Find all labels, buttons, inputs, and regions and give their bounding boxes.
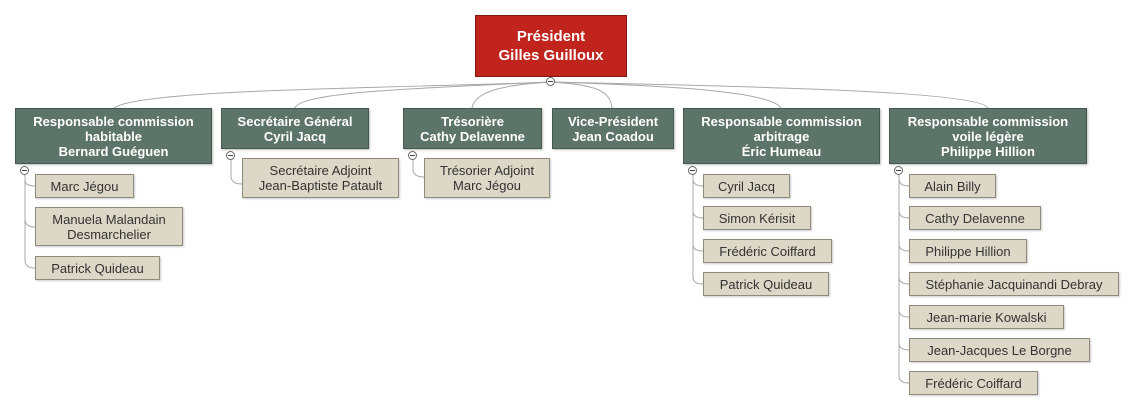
branch-line: Responsable commission bbox=[33, 113, 194, 129]
leaf-label: Secrétaire Adjoint bbox=[269, 163, 372, 178]
leaf-label: Stéphanie Jacquinandi Debray bbox=[925, 276, 1103, 292]
leaf-label: Alain Billy bbox=[924, 178, 981, 194]
branch-secretaire-general[interactable]: Secrétaire Général Cyril Jacq bbox=[221, 108, 369, 149]
leaf-node[interactable]: Simon Kérisit bbox=[703, 206, 811, 230]
branch-line: Cyril Jacq bbox=[263, 128, 327, 144]
connector-root-b2 bbox=[471, 81, 552, 109]
leaf-node[interactable]: Jean-marie Kowalski bbox=[909, 305, 1064, 329]
leaf-node[interactable]: Alain Billy bbox=[909, 174, 996, 198]
leaf-node[interactable]: Trésorier Adjoint Marc Jégou bbox=[424, 158, 550, 198]
branch-collapse-icon[interactable] bbox=[20, 166, 29, 175]
leaf-node[interactable]: Patrick Quideau bbox=[703, 272, 829, 296]
branch-collapse-icon[interactable] bbox=[688, 166, 697, 175]
leaf-label: Trésorier Adjoint bbox=[439, 163, 535, 178]
leaf-label: Jean-Jacques Le Borgne bbox=[927, 342, 1072, 358]
leaf-label: Marc Jégou bbox=[50, 178, 119, 194]
branch-line: Cathy Delavenne bbox=[420, 128, 525, 144]
leaf-label: Philippe Hillion bbox=[925, 243, 1011, 259]
leaf-label: Patrick Quideau bbox=[719, 276, 813, 292]
leaf-node[interactable]: Marc Jégou bbox=[35, 174, 134, 198]
branch-line: Responsable commission bbox=[907, 113, 1069, 129]
root-name: Gilles Guilloux bbox=[498, 47, 604, 64]
leaf-label: Simon Kérisit bbox=[718, 210, 796, 226]
connector-root-b3 bbox=[550, 81, 613, 109]
branch-tresoriere[interactable]: Trésorière Cathy Delavenne bbox=[403, 108, 542, 149]
branch-commission-arbitrage[interactable]: Responsable commission arbitrage Éric Hu… bbox=[683, 108, 880, 164]
branch-commission-habitable[interactable]: Responsable commission habitable Bernard… bbox=[15, 108, 212, 164]
leaf-node[interactable]: Philippe Hillion bbox=[909, 239, 1027, 263]
leaf-node[interactable]: Patrick Quideau bbox=[35, 256, 160, 280]
leaf-node[interactable]: Frédéric Coiffard bbox=[703, 239, 832, 263]
leaf-node[interactable]: Manuela Malandain Desmarchelier bbox=[35, 207, 183, 246]
branch-line: Secrétaire Général bbox=[237, 113, 353, 129]
branch-line: habitable bbox=[84, 128, 143, 144]
leaf-label: Jean-Baptiste Patault bbox=[258, 178, 383, 193]
leaf-label: Desmarchelier bbox=[67, 226, 151, 242]
branch-line: Responsable commission bbox=[701, 113, 862, 129]
connector-root-b4 bbox=[550, 81, 782, 109]
leaf-label: Cyril Jacq bbox=[717, 178, 776, 194]
leaf-label: Marc Jégou bbox=[453, 178, 521, 193]
leaf-label: Frédéric Coiffard bbox=[925, 375, 1022, 391]
branch-line: Éric Humeau bbox=[741, 143, 822, 159]
connector-root-b5 bbox=[550, 81, 989, 109]
branch-line: Vice-Président bbox=[567, 113, 659, 129]
leaf-node[interactable]: Cathy Delavenne bbox=[909, 206, 1041, 230]
leaf-node[interactable]: Jean-Jacques Le Borgne bbox=[909, 338, 1090, 362]
branch-vice-president[interactable]: Vice-Président Jean Coadou bbox=[552, 108, 674, 149]
connector-root-b1 bbox=[294, 81, 552, 109]
branch-collapse-icon[interactable] bbox=[226, 151, 235, 160]
branch-commission-voile-legere[interactable]: Responsable commission voile légère Phil… bbox=[889, 108, 1087, 164]
leaf-node[interactable]: Cyril Jacq bbox=[703, 174, 790, 198]
branch-line: Jean Coadou bbox=[572, 128, 654, 144]
leaf-label: Cathy Delavenne bbox=[925, 210, 1025, 226]
leaf-label: Manuela Malandain bbox=[52, 211, 166, 227]
leaf-node[interactable]: Secrétaire Adjoint Jean-Baptiste Patault bbox=[242, 158, 399, 198]
branch-line: voile légère bbox=[952, 128, 1024, 144]
branch-collapse-icon[interactable] bbox=[894, 166, 903, 175]
root-collapse-icon[interactable] bbox=[546, 77, 555, 86]
leaf-label: Jean-marie Kowalski bbox=[926, 309, 1047, 325]
branch-line: arbitrage bbox=[753, 128, 810, 144]
leaf-node[interactable]: Stéphanie Jacquinandi Debray bbox=[909, 272, 1119, 296]
branch-line: Philippe Hillion bbox=[941, 143, 1035, 159]
leaf-node[interactable]: Frédéric Coiffard bbox=[909, 371, 1038, 395]
connector-root-b0 bbox=[113, 81, 552, 109]
root-node-president[interactable]: Président Gilles Guilloux bbox=[475, 15, 627, 77]
branch-collapse-icon[interactable] bbox=[408, 151, 417, 160]
leaf-label: Patrick Quideau bbox=[51, 260, 144, 276]
branch-line: Bernard Guéguen bbox=[58, 143, 169, 159]
root-title: Président bbox=[516, 28, 586, 45]
leaf-label: Frédéric Coiffard bbox=[719, 243, 816, 259]
branch-line: Trésorière bbox=[441, 113, 504, 129]
